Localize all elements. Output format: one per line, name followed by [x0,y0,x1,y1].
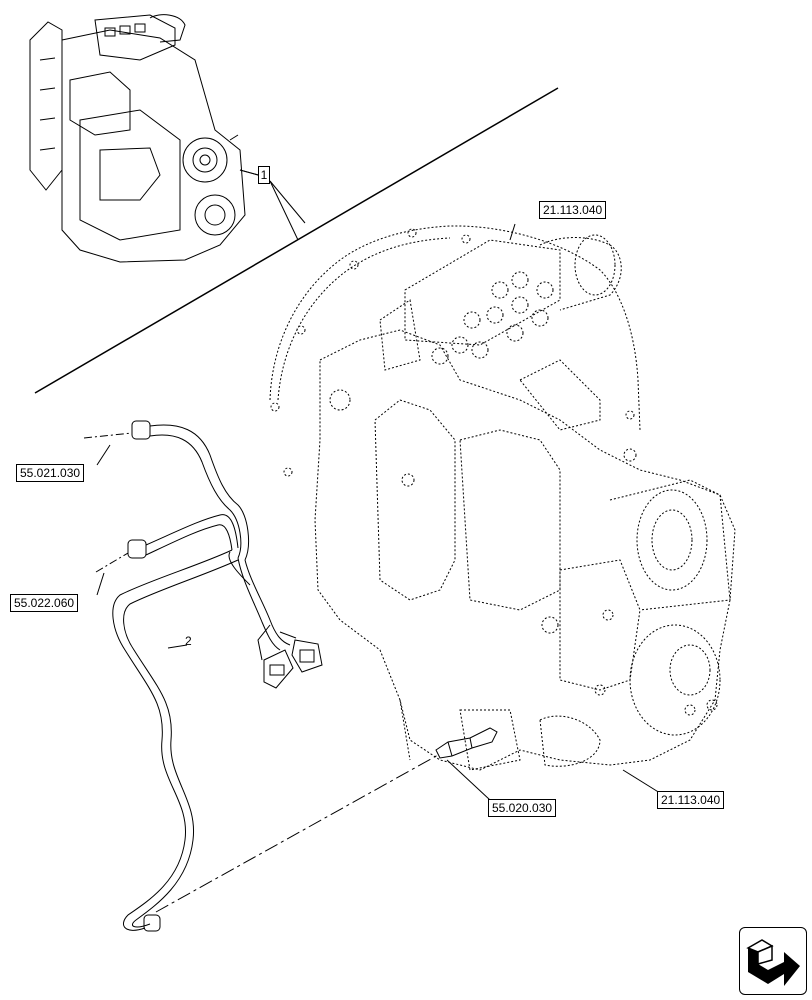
ref-55-022-060[interactable]: 55.022.060 [10,594,79,612]
reference-leaders [83,223,661,913]
main-transmission [269,225,736,771]
ref-21-113-040-top[interactable]: 21.113.040 [539,201,607,219]
item-1-callout: 1 [258,166,270,184]
harness-connector-b [291,639,323,673]
harness-connector-a [263,649,294,689]
view-divider-line [34,87,559,394]
ref-21-113-040-bottom[interactable]: 21.113.040 [657,791,725,809]
speed-sensor [435,727,498,759]
item-1-leaders [239,169,306,241]
item-2-callout: 2 [185,634,192,648]
arrow-glyph [746,939,800,986]
next-page-arrow-icon[interactable] [739,927,807,995]
overview-transmission [29,14,263,263]
ref-55-021-030[interactable]: 55.021.030 [16,464,85,482]
wiring-harness [112,420,323,932]
ref-55-020-030[interactable]: 55.020.030 [488,799,557,817]
